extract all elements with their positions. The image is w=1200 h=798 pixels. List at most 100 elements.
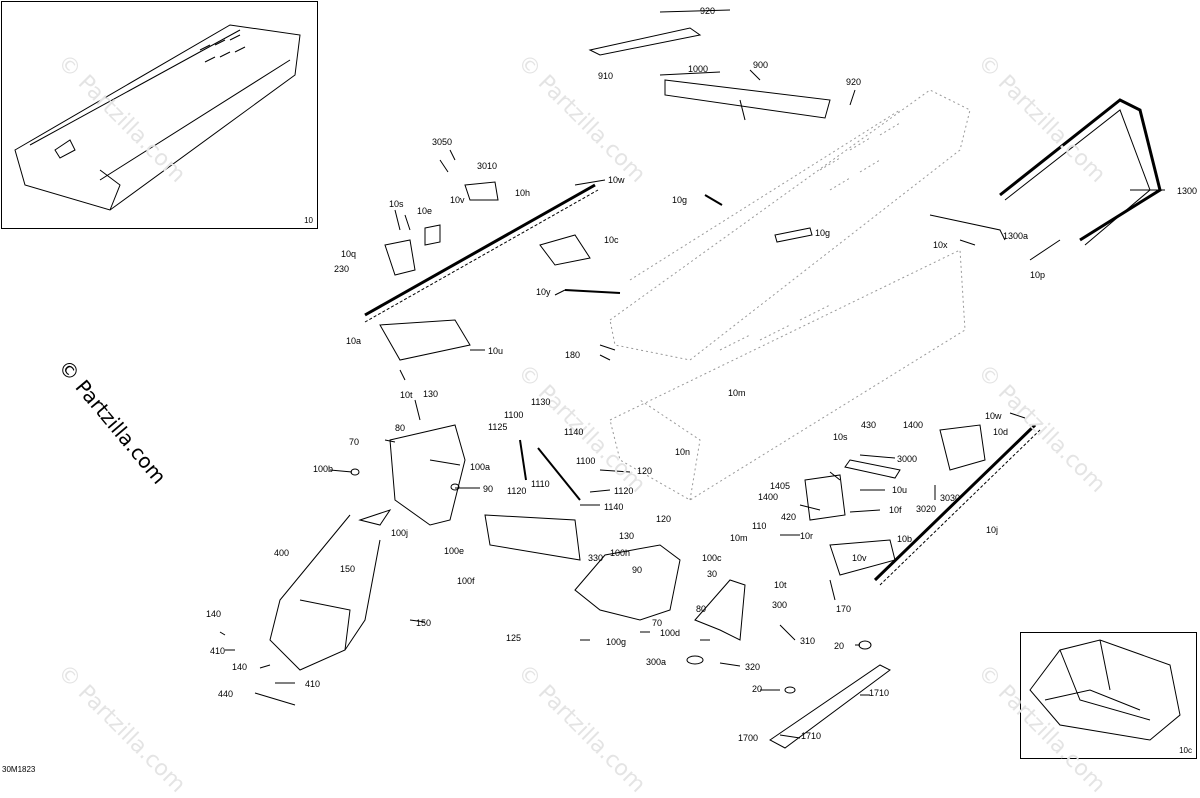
callout: 20 [834, 641, 845, 651]
callout: 10u [488, 346, 504, 356]
callout: 430 [861, 420, 877, 430]
block-10q [384, 239, 416, 276]
callout: 10j [986, 525, 999, 535]
brace-910 [588, 27, 702, 56]
callout: 10v [852, 553, 867, 563]
callout: 140 [232, 662, 248, 672]
tunnel-outline [609, 89, 971, 501]
plate-10b [829, 539, 896, 576]
diagram-drawing [14, 9, 1181, 749]
callout: 10c [604, 235, 619, 245]
brace-900 [664, 79, 831, 119]
callout: 170 [836, 604, 852, 614]
callout: 110 [752, 521, 767, 531]
callout: 90 [483, 484, 494, 494]
callout: 1400 [758, 492, 779, 502]
callout: 100g [606, 637, 627, 647]
callout: 1140 [604, 502, 624, 512]
callout: 1405 [770, 481, 791, 491]
callout: 310 [800, 636, 816, 646]
callout: 100j [391, 528, 409, 538]
callout: 3030 [940, 493, 961, 503]
callout: 125 [506, 633, 522, 643]
cap-300a [686, 655, 704, 665]
callout: 3020 [916, 504, 937, 514]
callout: 3050 [432, 137, 453, 147]
callout: 100c [702, 553, 722, 563]
callout: 1000 [688, 64, 709, 74]
callout: 10d [993, 427, 1009, 437]
inset-label: 10c [1179, 746, 1192, 755]
callout: 10u [892, 485, 908, 495]
callout: 140 [206, 609, 222, 619]
callout: 100a [470, 462, 491, 472]
callout: 10p [1030, 270, 1046, 280]
callout: 10g [815, 228, 831, 238]
callout: 1300 [1177, 186, 1198, 196]
callout: 1300a [1003, 231, 1029, 241]
callout: 10t [774, 580, 787, 590]
frame-100a [389, 424, 466, 526]
callout: 230 [334, 264, 350, 274]
callout: 80 [395, 423, 406, 433]
grid-10r [804, 474, 846, 521]
callout: 10m [728, 388, 746, 398]
plate-100e [484, 514, 581, 561]
callout: 70 [349, 437, 360, 447]
block-10d [939, 424, 986, 471]
inset-bottom-right: 10c [1020, 632, 1197, 759]
inset-top-left: 10 [1, 1, 318, 229]
callout: 410 [210, 646, 226, 656]
bumper-1300 [999, 98, 1162, 242]
callout: 70 [652, 618, 663, 628]
callout: 1710 [869, 688, 890, 698]
callout: 10w [608, 175, 625, 185]
plate-10c [539, 234, 591, 266]
inset-label: 10 [304, 216, 313, 225]
callout: 420 [781, 512, 797, 522]
callout: 120 [656, 514, 672, 524]
inset-frame-drawing [1029, 639, 1181, 741]
callout: 10a [346, 336, 362, 346]
callout: 920 [846, 77, 862, 87]
callout: 400 [274, 548, 290, 558]
callout: 10e [417, 206, 433, 216]
callout: 10g [672, 195, 688, 205]
callout: 1100 [504, 410, 524, 420]
callout: 1140 [564, 427, 584, 437]
rail-10h [364, 183, 596, 317]
callout: 1700 [738, 733, 759, 743]
callout: 100f [457, 576, 475, 586]
frame-400 [269, 514, 381, 671]
runner-1700 [769, 664, 891, 749]
callout: 10y [536, 287, 551, 297]
plate-10g [774, 227, 813, 243]
callout: 1110 [531, 479, 550, 489]
plate-10a [379, 319, 471, 361]
callout: 10t [400, 390, 413, 400]
callout: 330 [588, 553, 604, 563]
callout: 10q [341, 249, 357, 259]
callout: 10h [515, 188, 531, 198]
callout: 300 [772, 600, 788, 610]
callout: 100e [444, 546, 465, 556]
callout: 10m [730, 533, 748, 543]
callout: 10b [897, 534, 913, 544]
callout: 1125 [488, 422, 508, 432]
callout: 1120 [614, 486, 634, 496]
callout: 10v [450, 195, 465, 205]
frame-100c [574, 544, 681, 621]
callout: 80 [696, 604, 707, 614]
callout: 150 [340, 564, 356, 574]
callout: 130 [423, 389, 439, 399]
callout: 1710 [801, 731, 822, 741]
bar-3000 [844, 459, 901, 479]
callout: 150 [416, 618, 432, 628]
callout: 20 [752, 684, 763, 694]
callout: 10n [675, 447, 691, 457]
callout: 90 [632, 565, 643, 575]
callout: 320 [745, 662, 761, 672]
callout: 3000 [897, 454, 918, 464]
callout: 30 [707, 569, 718, 579]
